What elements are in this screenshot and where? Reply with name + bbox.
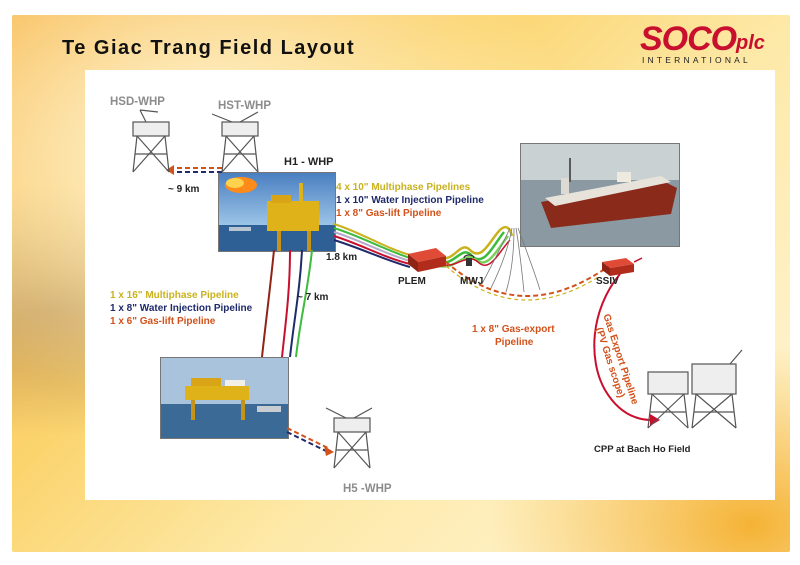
h5-water-injection-label: 1 x 8" Water Injection Pipeline [110, 303, 253, 314]
soco-logo: SOCO plc INTERNATIONAL [640, 22, 785, 68]
h1-whp-label: H1 - WHP [284, 156, 334, 168]
hst-hsd-flowline [166, 165, 222, 175]
mwj-label: MWJ [460, 276, 484, 287]
h1-multiphase-label: 4 x 10" Multiphase Pipelines [336, 182, 471, 193]
gas-export-label-line1: 1 x 8" Gas-export [472, 324, 555, 335]
logo-main-text: SOCO [640, 20, 737, 58]
gas-export-pipeline [445, 261, 621, 301]
hsd-whp-label: HSD-WHP [110, 96, 165, 108]
distance-9km-label: ~ 9 km [168, 184, 200, 195]
h5-platform-photo [160, 357, 289, 439]
fpso-photo [520, 143, 680, 247]
ssiv-label: SSIV [596, 276, 619, 287]
distance-1-8km-label: 1.8 km [326, 252, 358, 263]
cpp-platform-icon [647, 349, 743, 429]
h1-water-injection-label: 1 x 10" Water Injection Pipeline [336, 195, 484, 206]
h5-whp-tower-icon [325, 407, 373, 469]
h5-flowline [286, 427, 334, 456]
h1-platform-photo [218, 172, 336, 252]
logo-sub-text: INTERNATIONAL [642, 55, 751, 65]
plem-manifold-icon [408, 248, 446, 272]
ssiv-valve-icon [602, 257, 643, 276]
gas-export-label-line2: Pipeline [495, 337, 534, 348]
fpso-mooring-lines [481, 227, 541, 293]
hst-whp-tower-icon [211, 111, 259, 173]
mwj-marker-icon [463, 254, 475, 266]
page-title: Te Giac Trang Field Layout [62, 37, 356, 59]
plem-label: PLEM [398, 276, 426, 287]
h5-gas-lift-label: 1 x 6" Gas-lift Pipeline [110, 316, 216, 327]
distance-7km-label: ~ 7 km [297, 292, 329, 303]
hst-whp-label: HST-WHP [218, 100, 272, 112]
logo-suffix-text: plc [736, 32, 765, 54]
h1-plem-bundle [333, 223, 411, 268]
h1-h5-bundle [261, 249, 313, 358]
hsd-whp-tower-icon [132, 109, 170, 173]
cpp-label: CPP at Bach Ho Field [594, 444, 691, 455]
h1-gas-lift-label: 1 x 8" Gas-lift Pipeline [336, 208, 442, 219]
h5-whp-label: H5 -WHP [343, 483, 392, 495]
h5-multiphase-label: 1 x 16" Multiphase Pipeline [110, 290, 239, 301]
